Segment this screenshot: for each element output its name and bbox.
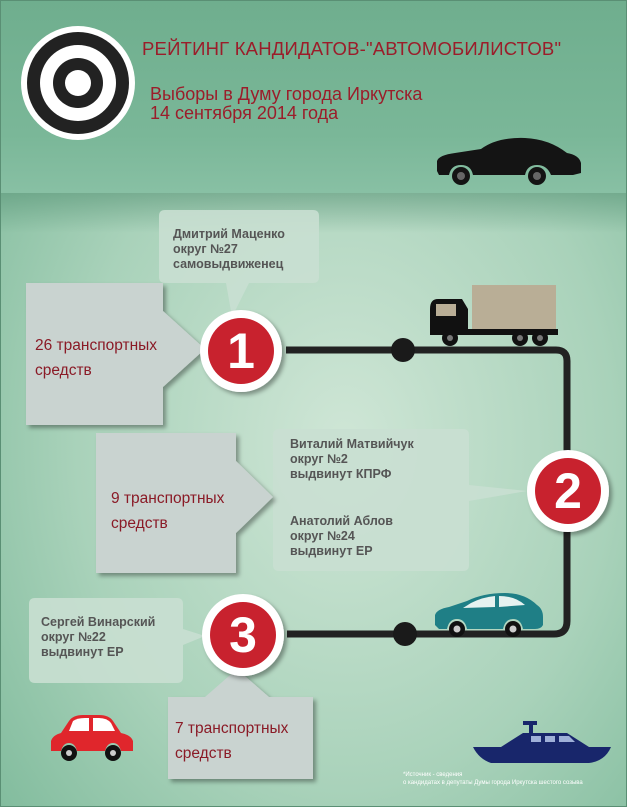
sedan-silhouette-icon [437,137,581,185]
vehicles-count-1-line-2: средств [35,362,92,379]
candidate-2b-name: Анатолий Аблов [290,514,393,528]
road-node-2 [393,622,417,646]
rank-number-2: 2 [554,463,582,519]
hatchback-car-icon [435,593,543,637]
candidate-1-name: Дмитрий Маценко [173,227,285,241]
truck-icon [430,285,558,346]
vehicles-box-1 [26,283,205,425]
vehicles-box-3 [168,669,313,779]
target-icon [21,26,135,140]
page-title: РЕЙТИНГ КАНДИДАТОВ-"АВТОМОБИЛИСТОВ" [142,38,562,59]
source-footnote: *Источник - сведения о кандидатах в депу… [403,771,583,787]
candidate-2a: Виталий Матвийчук округ №2 выдвинут КПРФ [290,437,414,482]
vehicles-count-2-line-2: средств [111,515,168,532]
candidate-2a-nomination: выдвинут КПРФ [290,467,392,481]
road-node-1 [391,338,415,362]
candidate-3-nomination: выдвинут ЕР [41,645,124,659]
candidate-1-nomination: самовыдвиженец [173,257,284,271]
candidate-2a-district: округ №2 [290,452,348,466]
vehicles-box-2 [96,433,273,573]
candidate-2b-district: округ №24 [290,529,355,543]
rank-badge-2 [527,450,609,532]
vehicles-count-1-line-1: 26 транспортных [35,337,158,354]
candidate-1: Дмитрий Маценко округ №27 самовыдвиженец [173,227,285,272]
subtitle-line-2: 14 сентября 2014 года [150,103,339,123]
page-subtitle: Выборы в Думу города Иркутска 14 сентябр… [150,85,422,123]
vehicles-count-2-line-1: 9 транспортных [111,490,225,507]
candidate-2b: Анатолий Аблов округ №24 выдвинут ЕР [290,514,393,559]
candidate-2a-name: Виталий Матвийчук [290,437,414,451]
vehicles-count-1: 26 транспортных средств [35,333,157,383]
candidate-3: Сергей Винарский округ №22 выдвинут ЕР [41,615,155,660]
candidate-3-name: Сергей Винарский [41,615,156,629]
rank-number-3: 3 [229,607,257,663]
callout-bubble-1 [159,210,319,317]
callout-bubble-3 [29,598,205,683]
candidate-3-district: округ №22 [41,630,106,644]
rank-badge-3 [202,594,284,676]
rank-number-1: 1 [227,323,255,379]
candidate-1-district: округ №27 [173,242,238,256]
vehicles-count-3-line-2: средств [175,745,232,762]
candidate-2b-nomination: выдвинут ЕР [290,544,373,558]
footnote-line-1: *Источник - сведения [403,772,463,778]
subtitle-line-1: Выборы в Думу города Иркутска [150,84,423,104]
boat-icon [473,721,611,763]
vehicles-count-3: 7 транспортных средств [175,716,288,766]
vehicles-count-3-line-1: 7 транспортных [175,720,289,737]
vehicles-count-2: 9 транспортных средств [111,486,224,536]
callout-bubble-2 [273,429,527,571]
red-car-icon [51,715,133,761]
rank-badge-1 [200,310,282,392]
footnote-line-2: о кандидатах в депутаты Думы города Ирку… [403,780,583,786]
